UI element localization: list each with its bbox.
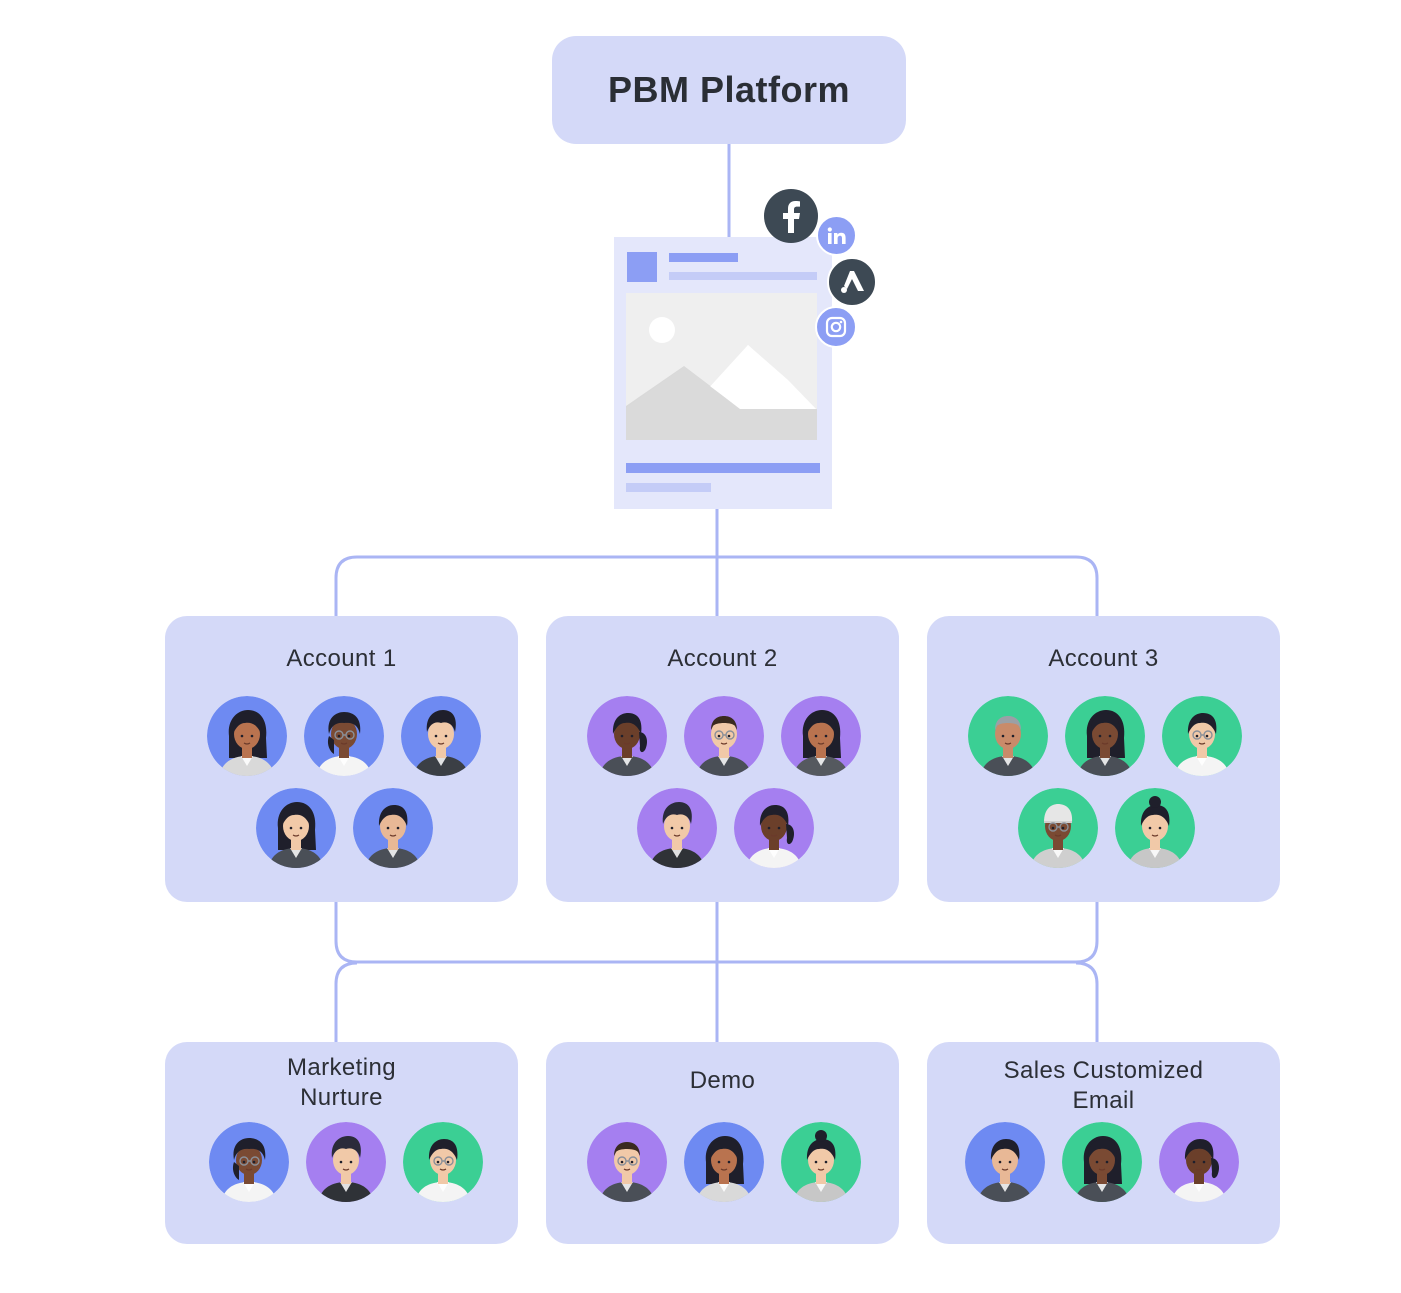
person-avatar — [587, 696, 667, 776]
account-title: Account 2 — [667, 645, 778, 672]
instagram-icon — [815, 306, 857, 348]
person-avatar — [587, 1122, 667, 1202]
platform-title: PBM Platform — [607, 69, 851, 110]
person-avatar — [1162, 696, 1242, 776]
person-avatar — [207, 696, 287, 776]
outcome-box-demo: Demo — [546, 1042, 899, 1244]
person-avatar — [684, 1122, 764, 1202]
person-avatar — [1018, 788, 1098, 868]
ad-headline-placeholder — [669, 253, 738, 262]
ad-preview-card — [614, 237, 832, 509]
person-avatar — [403, 1122, 483, 1202]
person-avatar — [637, 788, 717, 868]
outcome-box-marketing-nurture: Marketing Nurture — [165, 1042, 518, 1244]
outcome-title-line1: Marketing — [287, 1054, 396, 1081]
platform-box: PBM Platform — [552, 36, 906, 144]
person-avatar — [209, 1122, 289, 1202]
ad-caption-placeholder — [626, 483, 711, 492]
person-avatar — [1159, 1122, 1239, 1202]
outcome-box-sales-email: Sales Customized Email — [927, 1042, 1280, 1244]
person-avatar — [1065, 696, 1145, 776]
ad-cta-placeholder — [626, 463, 820, 473]
ad-subline-placeholder — [669, 272, 817, 280]
adroll-icon — [827, 257, 877, 307]
facebook-icon — [764, 189, 818, 243]
person-avatar — [353, 788, 433, 868]
outcome-title-line2: Nurture — [300, 1084, 383, 1111]
person-avatar — [256, 788, 336, 868]
account-box-3: Account 3 — [927, 616, 1280, 902]
person-avatar — [1115, 788, 1195, 868]
person-avatar — [306, 1122, 386, 1202]
account-box-1: Account 1 — [165, 616, 518, 902]
account-title: Account 1 — [286, 645, 397, 672]
outcome-title-line1: Demo — [689, 1067, 756, 1094]
person-avatar — [781, 696, 861, 776]
account-box-2: Account 2 — [546, 616, 899, 902]
ad-logo-placeholder — [627, 252, 657, 282]
person-avatar — [1062, 1122, 1142, 1202]
linkedin-icon — [816, 215, 857, 256]
outcome-title-line1: Sales Customized — [1003, 1057, 1204, 1084]
outcome-title-line2: Email — [1072, 1087, 1135, 1114]
person-avatar — [734, 788, 814, 868]
person-avatar — [401, 696, 481, 776]
account-title: Account 3 — [1048, 645, 1159, 672]
person-avatar — [684, 696, 764, 776]
person-avatar — [304, 696, 384, 776]
landscape-image-icon — [626, 293, 817, 440]
ad-image-placeholder — [626, 293, 817, 440]
person-avatar — [781, 1122, 861, 1202]
person-avatar — [968, 696, 1048, 776]
person-avatar — [965, 1122, 1045, 1202]
